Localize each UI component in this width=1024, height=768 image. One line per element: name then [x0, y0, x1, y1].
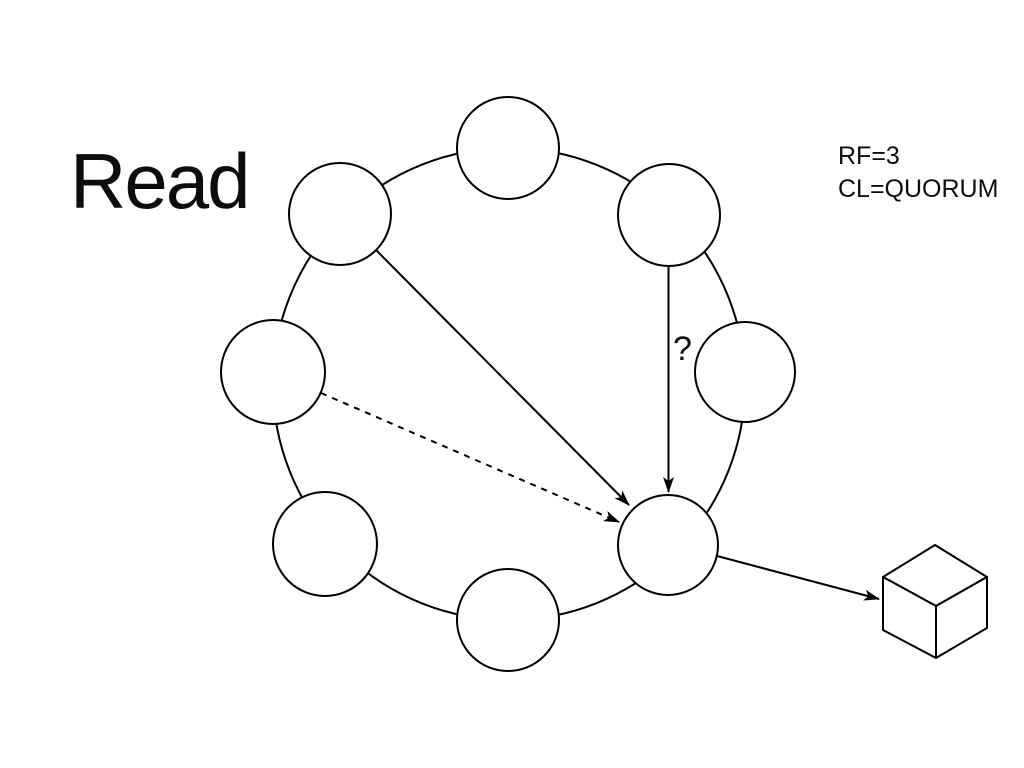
arrow-left-replica-to-coordinator: [320, 392, 620, 523]
node-bottom-left: [272, 491, 378, 597]
node-top-left: [288, 162, 392, 266]
client-cube-right-face: [935, 576, 988, 659]
node-bottom: [456, 568, 560, 672]
question-mark-label: ?: [673, 330, 692, 368]
node-top-right: [617, 163, 721, 267]
annotation-consistency-level: CL=QUORUM: [838, 175, 999, 203]
diagram-shapes: [220, 96, 988, 672]
node-top: [456, 96, 560, 200]
node-right: [694, 321, 796, 423]
node-left: [220, 319, 326, 425]
annotation-replication-factor: RF=3: [838, 142, 900, 170]
node-coordinator: [617, 494, 719, 596]
arrow-topleft-replica-to-coordinator: [375, 249, 630, 506]
page-title: Read: [70, 137, 250, 225]
arrow-coordinator-to-client: [716, 555, 880, 601]
consistency-annotation: RF=3 CL=QUORUM: [838, 140, 998, 206]
